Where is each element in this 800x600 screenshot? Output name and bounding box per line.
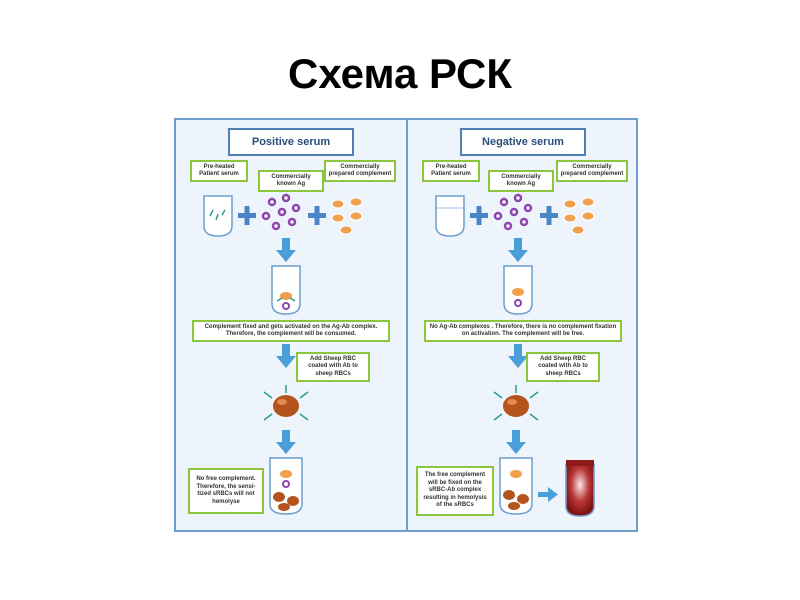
negative-result-note: The free complement will be fixed on the…	[416, 466, 494, 516]
sheep-rbc-icon	[493, 385, 539, 421]
down-arrow-icon	[276, 430, 296, 454]
serum-tube-icon	[435, 195, 465, 237]
down-arrow-icon	[508, 344, 528, 368]
negative-step1-note: No Ag-Ab complexes . Therefore, there is…	[424, 320, 622, 342]
serum-tube-icon	[203, 195, 233, 237]
antigen-cluster-icon	[493, 193, 533, 231]
slide-title: Схема РСК	[288, 50, 512, 97]
down-arrow-icon	[276, 238, 296, 262]
rsk-diagram: Positive serum Pre-heated Patient serum …	[174, 118, 638, 532]
negative-serum-header: Negative serum	[460, 128, 586, 156]
down-arrow-icon	[276, 344, 296, 368]
result-tube-icon	[269, 457, 303, 515]
positive-serum-label: Pre-heated Patient serum	[190, 160, 248, 182]
antigen-cluster-icon	[261, 193, 301, 231]
panel-divider	[406, 120, 408, 530]
sheep-rbc-icon	[263, 385, 309, 421]
down-arrow-icon	[508, 238, 528, 262]
positive-complement-label: Commercially prepared complement	[324, 160, 396, 182]
positive-serum-panel: Positive serum Pre-heated Patient serum …	[176, 120, 406, 530]
positive-illustrations	[203, 193, 363, 515]
negative-illustrations	[435, 193, 595, 517]
positive-step2-note: Add Sheep RBC coated with Ab to sheep RB…	[296, 352, 370, 382]
down-arrow-icon	[506, 430, 526, 454]
plus-icon	[238, 206, 256, 225]
mixture-tube-icon	[271, 265, 301, 315]
negative-serum-panel: Negative serum Pre-heated Patient serum …	[408, 120, 638, 530]
right-arrow-icon	[538, 487, 558, 502]
negative-antigen-label: Commercially known Ag	[488, 170, 554, 192]
hemolysed-tube-icon	[565, 460, 595, 517]
positive-serum-header: Positive serum	[228, 128, 354, 156]
positive-antigen-label: Commercially known Ag	[258, 170, 324, 192]
negative-step2-note: Add Sheep RBC coated with Ab to sheep RB…	[526, 352, 600, 382]
negative-serum-label: Pre-heated Patient serum	[422, 160, 480, 182]
complement-cluster-icon	[331, 197, 363, 235]
plus-icon	[540, 206, 558, 225]
plus-icon	[308, 206, 326, 225]
plus-icon	[470, 206, 488, 225]
complement-cluster-icon	[563, 197, 595, 235]
mixture-tube-icon	[503, 265, 533, 315]
result-tube-icon	[499, 457, 533, 515]
negative-complement-label: Commercially prepared complement	[556, 160, 628, 182]
positive-step1-note: Complement fixed and gets activated on t…	[192, 320, 390, 342]
positive-result-note: No free complement. Therefore, the sensi…	[188, 468, 264, 514]
